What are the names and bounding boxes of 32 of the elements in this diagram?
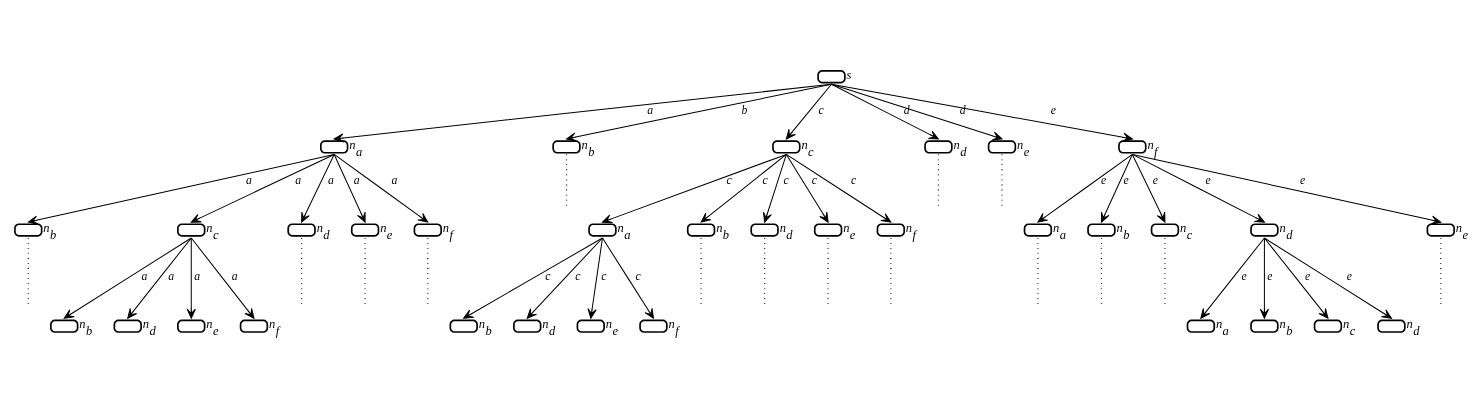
- edge-label: c: [545, 269, 551, 283]
- edge-label: e: [1205, 173, 1211, 187]
- edge-label: a: [231, 269, 238, 283]
- edge-label: c: [635, 269, 641, 283]
- edge-label: a: [295, 173, 302, 187]
- edge-label: c: [783, 173, 789, 187]
- edge-label: e: [1050, 103, 1057, 117]
- edge-label: e: [1152, 173, 1159, 187]
- edge-label: e: [1267, 269, 1273, 283]
- edge-label: e: [1346, 269, 1352, 283]
- edge-label: c: [851, 173, 857, 187]
- edge-label: e: [1123, 173, 1129, 187]
- edge-label: a: [647, 103, 654, 117]
- edge-label: a: [353, 173, 360, 187]
- edge-label: a: [194, 269, 201, 283]
- edge-label: a: [327, 173, 334, 187]
- edge-label: c: [575, 269, 581, 283]
- edge-label: c: [726, 173, 732, 187]
- edge-label: c: [818, 103, 824, 117]
- node-label: s: [846, 67, 852, 82]
- edge-label: a: [168, 269, 175, 283]
- edge-label: c: [762, 173, 768, 187]
- edge-label: c: [601, 269, 607, 283]
- edge-label: b: [741, 103, 748, 117]
- edge-label: e: [1241, 269, 1247, 283]
- edge-label: e: [1304, 269, 1311, 283]
- edge-label: e: [1299, 173, 1306, 187]
- edge-label: c: [811, 173, 818, 187]
- edge-label: e: [1101, 173, 1107, 187]
- edge-label: a: [246, 173, 252, 187]
- edge-label: a: [141, 269, 148, 283]
- edge-label: a: [391, 173, 398, 187]
